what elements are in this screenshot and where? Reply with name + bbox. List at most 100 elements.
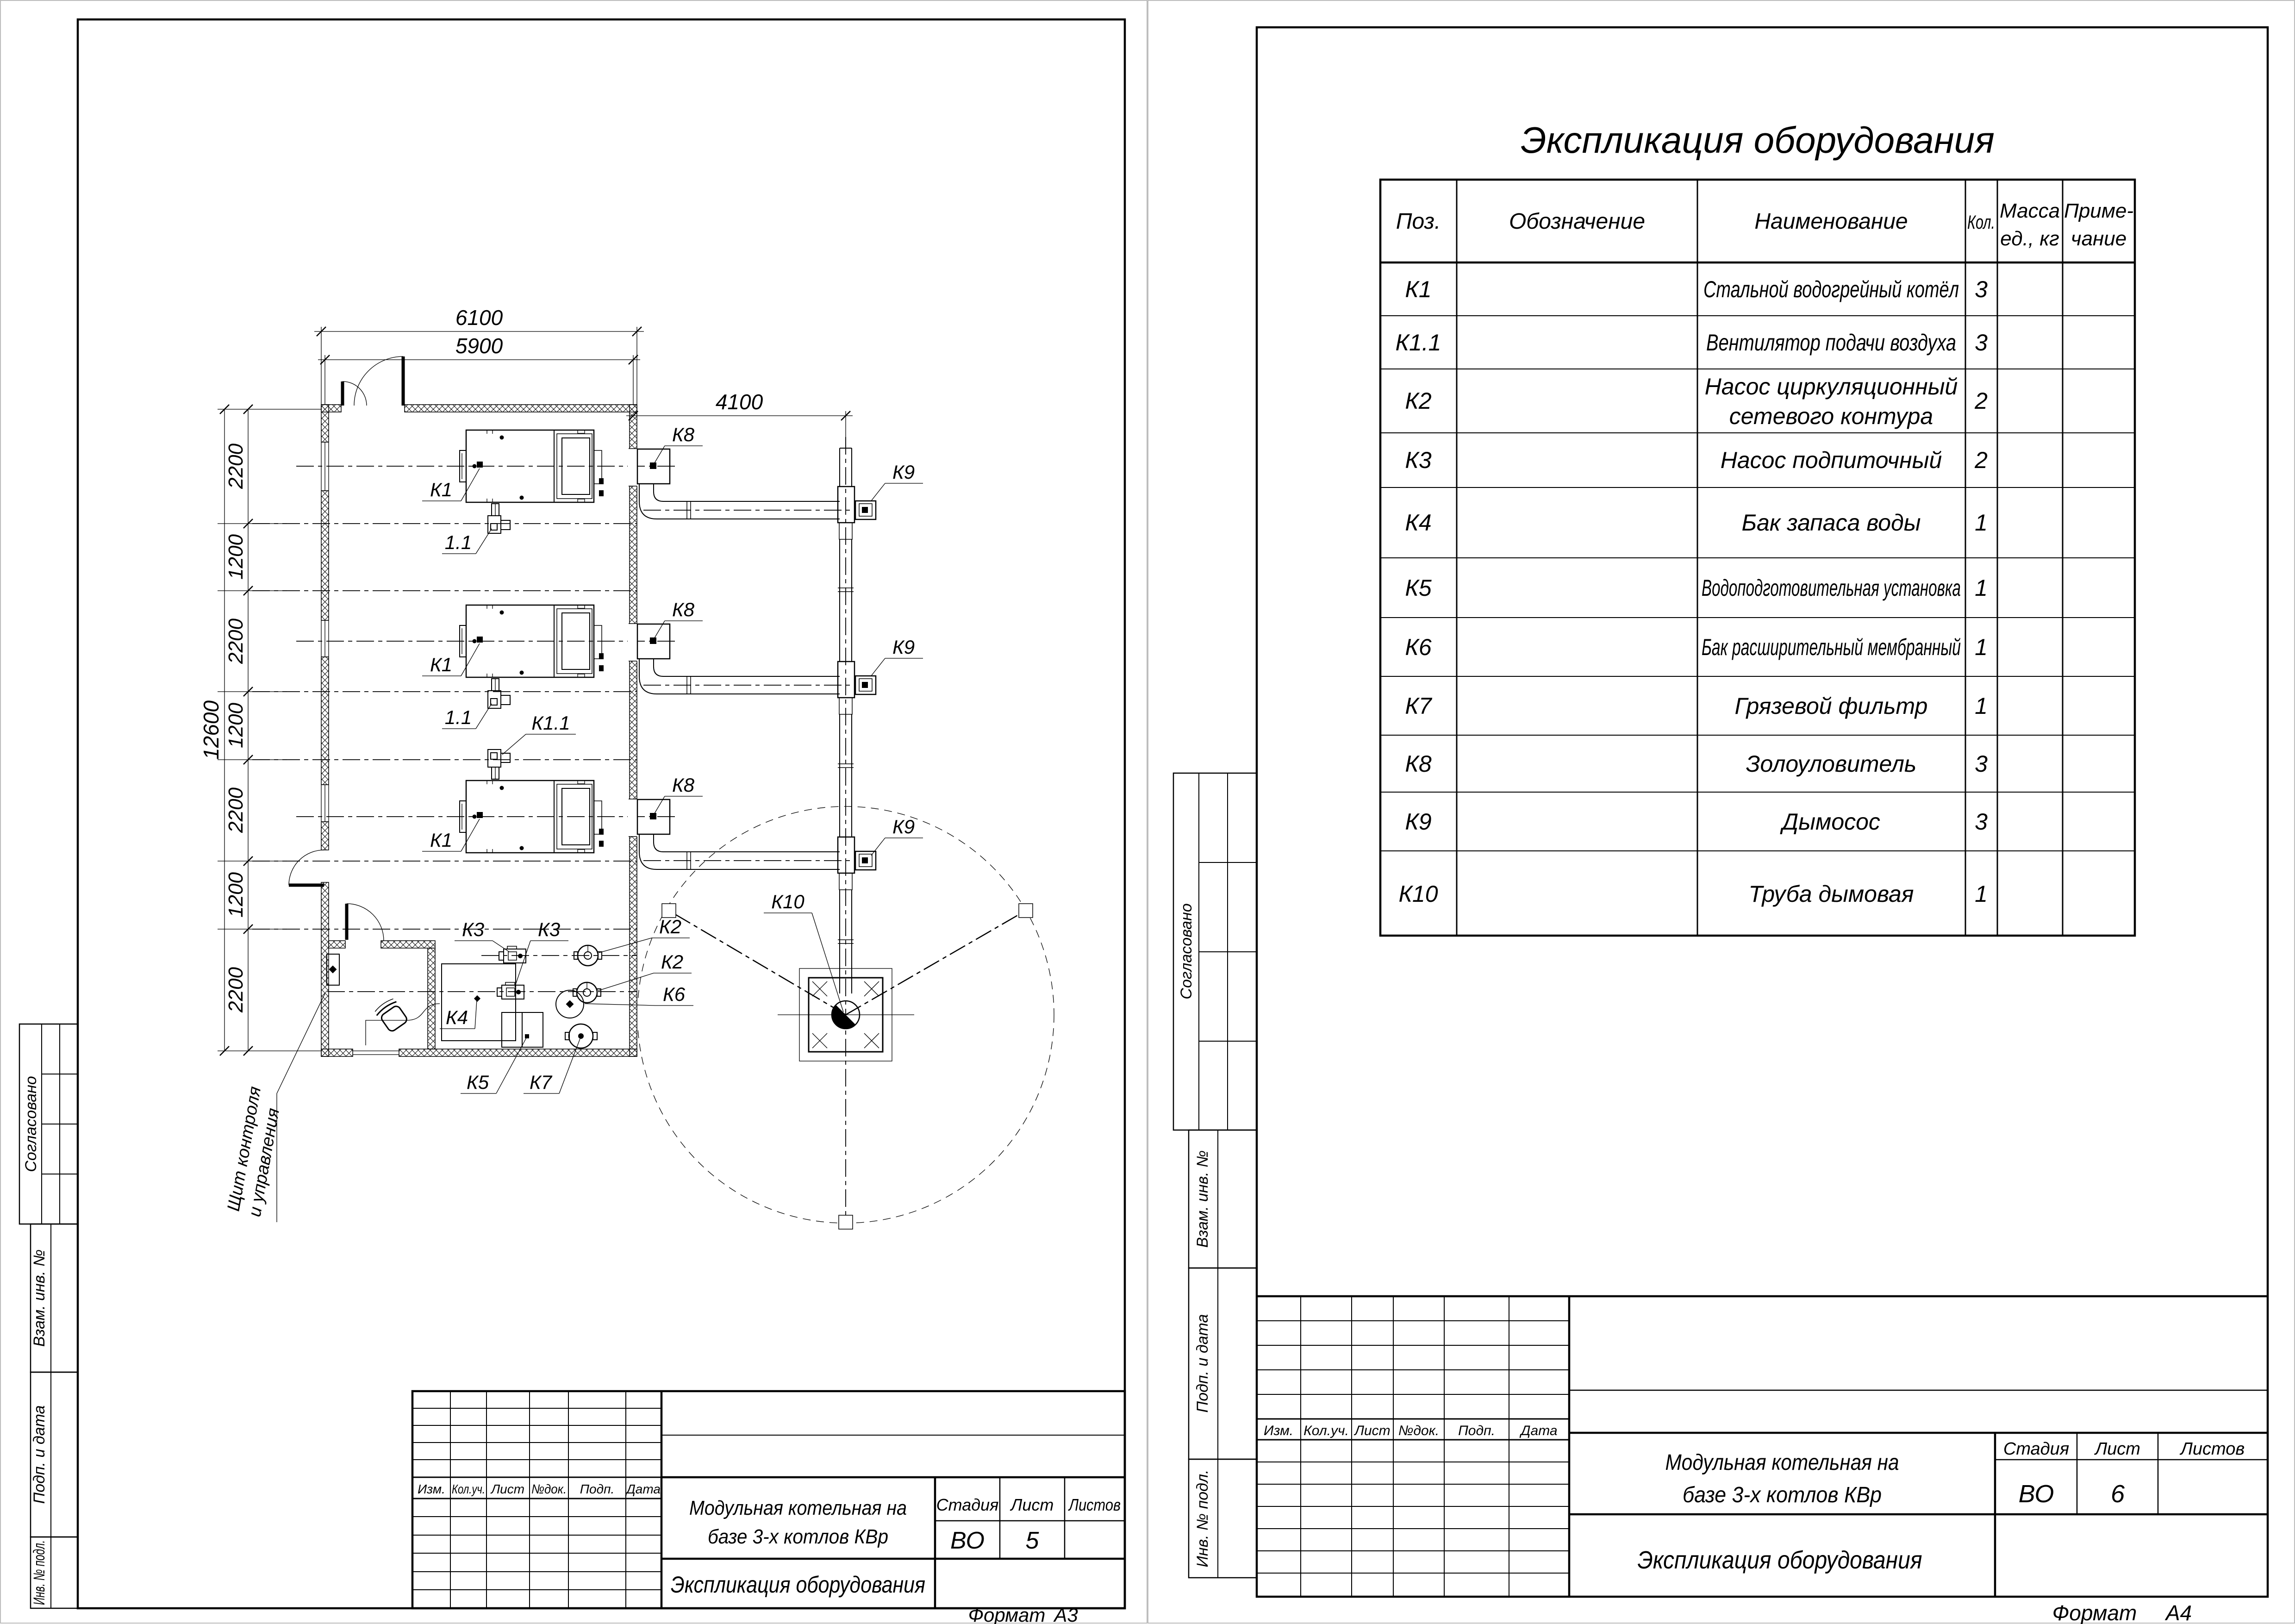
label-k3-2: К3 (514, 918, 568, 987)
sheet-number: 6 (2111, 1480, 2125, 1508)
row-pos: К6 (1405, 634, 1431, 660)
fan-text: 1.1 (445, 531, 472, 553)
table-row: К4 Бак запаса воды 1 (1405, 510, 1988, 536)
label-k1-3: К1 (422, 812, 483, 852)
stamp-approved-label: Согласовано (22, 1076, 40, 1172)
format-note: Формат А4 (2052, 1601, 2192, 1624)
row-qty: 3 (1975, 276, 1988, 302)
label-k2-1: К2 (599, 916, 690, 953)
rev-header-data: Дата (1519, 1423, 1557, 1438)
chimney-k10 (778, 968, 914, 1062)
row-pos: К1.1 (1396, 330, 1441, 356)
project-title-line1: Модульная котельная на (689, 1497, 907, 1519)
k1-text: К1 (430, 479, 452, 500)
equipment-table: Экспликация оборудования Поз. Обозначени… (1379, 119, 2136, 937)
title-block: Изм. Кол.уч. Лист №док. Подп. Дата Модул… (1257, 1295, 2268, 1597)
label-k9-1: К9 (871, 461, 923, 501)
row-name: Труба дымовая (1749, 881, 1914, 907)
label-k10: К10 (764, 891, 844, 1012)
k10-text: К10 (771, 891, 804, 912)
row-qty: 1 (1975, 693, 1988, 719)
k9-text: К9 (892, 636, 915, 658)
row-pos: К4 (1405, 510, 1431, 536)
axis-lines (252, 523, 637, 992)
row-pos: К1 (1405, 276, 1431, 302)
stamp-inv-orig-label: Инв. № подл. (1194, 1470, 1211, 1568)
rev-header-koluch: Кол.уч. (452, 1482, 485, 1496)
doc-title: Экспликация оборудования (671, 1572, 925, 1598)
sheet-label: Лист (2094, 1439, 2140, 1459)
rev-header-izm: Изм. (1264, 1423, 1293, 1438)
chimney-guy-wires (637, 437, 1054, 1230)
stage-value: ВО (2019, 1480, 2054, 1508)
k9-text: К9 (892, 816, 915, 837)
row-pos: К7 (1405, 693, 1432, 719)
label-k7: К7 (524, 1038, 580, 1094)
k8-text: К8 (672, 599, 695, 620)
row-name: Золоуловитель (1746, 751, 1916, 777)
stage-label: Стадия (936, 1495, 999, 1514)
dim-width-outer: 6100 (455, 306, 503, 330)
rev-header-podp: Подп. (1458, 1423, 1495, 1438)
annex-door (345, 903, 384, 941)
table-row: К6 Бак расширительный мембранный 1 (1405, 634, 1988, 660)
row-pos: К9 (1405, 809, 1431, 835)
dim-width-axes: 5900 (455, 334, 503, 358)
row-name: Дымосос (1780, 809, 1880, 835)
row-name-line1: Насос циркуляционный (1705, 374, 1958, 400)
k3-text: К3 (462, 918, 484, 940)
k9-text: К9 (892, 461, 915, 483)
row-name: Вентилятор подачи воздуха (1706, 330, 1956, 356)
dim-flue-offset: 4100 (716, 390, 763, 414)
label-k4: К4 (440, 999, 477, 1029)
k5-text: К5 (467, 1071, 489, 1093)
sheet-plan: Согласовано Взам. инв. № Подп. и дата Ин… (0, 0, 1148, 1624)
row-qty: 1 (1975, 510, 1988, 536)
side-stamp-column: Согласовано Взам. инв. № Подп. и дата Ин… (19, 1023, 79, 1609)
label-k9-2: К9 (871, 636, 923, 676)
row-qty: 1 (1975, 881, 1988, 907)
rev-header-list: Лист (1353, 1423, 1390, 1438)
table-title: Экспликация оборудования (1521, 119, 1995, 161)
row-pos: К10 (1398, 881, 1438, 907)
format-label: Формат (2052, 1601, 2137, 1624)
k8-text: К8 (672, 774, 695, 796)
format-note: Формат А3 (968, 1604, 1078, 1624)
table-header: Поз. Обозначение Наименование Кол. Масса… (1396, 200, 2133, 250)
dim-total-height: 12600 (199, 700, 223, 760)
label-k6: К6 (584, 983, 693, 1006)
sheet-number: 5 (1026, 1527, 1040, 1554)
building-mask (320, 404, 638, 1060)
k6-text: К6 (663, 983, 686, 1005)
k4-text: К4 (446, 1006, 468, 1028)
table-row: К7 Грязевой фильтр 1 (1405, 693, 1988, 719)
rev-header-podp: Подп. (580, 1482, 615, 1496)
col-qty: Кол. (1967, 211, 1995, 233)
table-row: К1 Стальной водогрейный котёл 3 (1405, 276, 1988, 302)
project-title-line2: базе 3-х котлов КВр (1683, 1483, 1882, 1507)
label-k8-2: К8 (654, 599, 703, 638)
window-3 (321, 784, 329, 822)
row-qty: 1 (1975, 634, 1988, 660)
col-mass-line1: Масса (2000, 200, 2060, 222)
label-k8-3: К8 (654, 774, 703, 814)
format-value: А4 (2164, 1601, 2192, 1624)
k2-text: К2 (661, 951, 683, 973)
dim-seg-1: 1200 (225, 534, 247, 580)
label-fan-1: 1.1 (442, 528, 492, 554)
stamp-replace-inv-label: Взам. инв. № (31, 1249, 48, 1347)
pump-k3-1 (499, 946, 526, 963)
col-note-line1: Приме- (2064, 200, 2133, 222)
title-block: Изм. Кол.уч. Лист №док. Подп. Дата Модул… (411, 1390, 1126, 1610)
pump-k3-2 (497, 982, 524, 999)
row-qty: 3 (1975, 330, 1988, 356)
col-designation: Обозначение (1509, 209, 1645, 234)
dim-flue: 4100 (626, 390, 853, 448)
pump-k2-1 (574, 944, 602, 967)
floor-plan: 12600 2200 1200 2200 1200 2200 1200 2200… (199, 306, 1054, 1230)
label-k1-fan: К1.1 (502, 712, 576, 755)
side-door (288, 849, 324, 887)
sheet-label: Лист (1010, 1495, 1054, 1514)
dim-chain-vertical: 12600 2200 1200 2200 1200 2200 1200 2200 (199, 404, 321, 1056)
